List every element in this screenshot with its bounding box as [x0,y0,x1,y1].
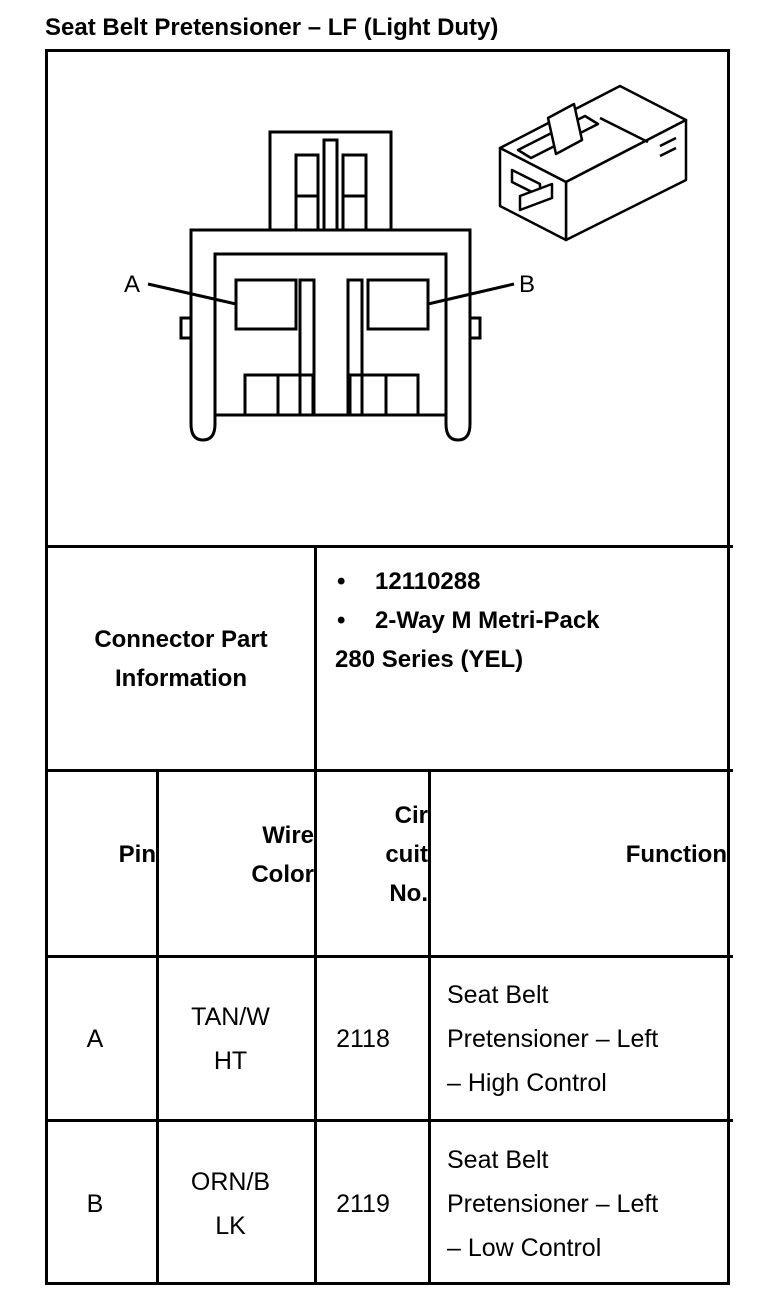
table-row-b-wire-color: ORN/B LK [159,1122,302,1285]
connector-face-diagram: A B [124,84,688,442]
part-number: 12110288 [335,562,725,601]
header-wire-color: Wire Color [159,772,314,955]
table-row-a-function: Seat Belt Pretensioner – Left – High Con… [447,958,727,1119]
cell-text: TAN/W [191,1002,270,1031]
connector-info-label: Connector Part Information [48,548,314,769]
divider [428,769,431,1285]
connector-series: 280 Series (YEL) [335,646,524,673]
terminal-b [366,278,430,331]
header-text: Pin [118,841,156,868]
page-title: Seat Belt Pretensioner – LF (Light Duty) [45,14,499,41]
header-text: Wire [262,821,314,849]
divider [45,955,733,958]
cell-text: LK [215,1211,246,1240]
table-row-b-circuit: 2119 [336,1189,390,1218]
connector-iso-view [498,84,688,242]
divider [45,1119,733,1122]
cell-text: Pretensioner – Left [447,1024,659,1053]
connector-info-label-line: Information [115,664,247,692]
divider [45,769,733,772]
cell-text: Pretensioner – Left [447,1189,659,1218]
connector-body [189,228,472,442]
connector-type: 2-Way M Metri-Pack [335,601,725,640]
cell-text: HT [213,1046,248,1075]
cell-text: Seat Belt [447,980,549,1009]
table-row-a-circuit: 2118 [336,1024,390,1053]
table-row-a-pin: A [86,1024,104,1053]
header-circuit: Cir cuit No. [317,772,428,955]
connector-info-label-line: Connector Part [94,625,268,653]
header-text: Color [251,860,314,888]
header-text: Cir [394,802,428,829]
header-text: No. [389,880,428,907]
divider [314,545,317,1285]
table-row-a-wire-color: TAN/W HT [159,958,302,1119]
cell-text: – High Control [447,1068,607,1097]
connector-latch [268,130,393,232]
divider [156,769,159,1285]
header-text: Function [625,841,727,868]
connector-info-values: 12110288 2-Way M Metri-Pack 280 Series (… [335,562,725,762]
divider [45,545,733,548]
header-text: cuit [385,841,428,868]
pin-label-b: B [519,271,535,298]
cell-text: ORN/B [190,1167,271,1196]
connector-table-frame [45,49,730,1285]
pin-label-a: A [124,271,140,298]
table-row-b-function: Seat Belt Pretensioner – Left – Low Cont… [447,1122,727,1285]
table-row-b-pin: B [86,1189,104,1218]
header-pin: Pin [48,772,156,955]
cell-text: Seat Belt [447,1145,549,1174]
header-function: Function [431,772,727,955]
terminal-a [234,278,298,331]
cell-text: – Low Control [447,1233,602,1262]
